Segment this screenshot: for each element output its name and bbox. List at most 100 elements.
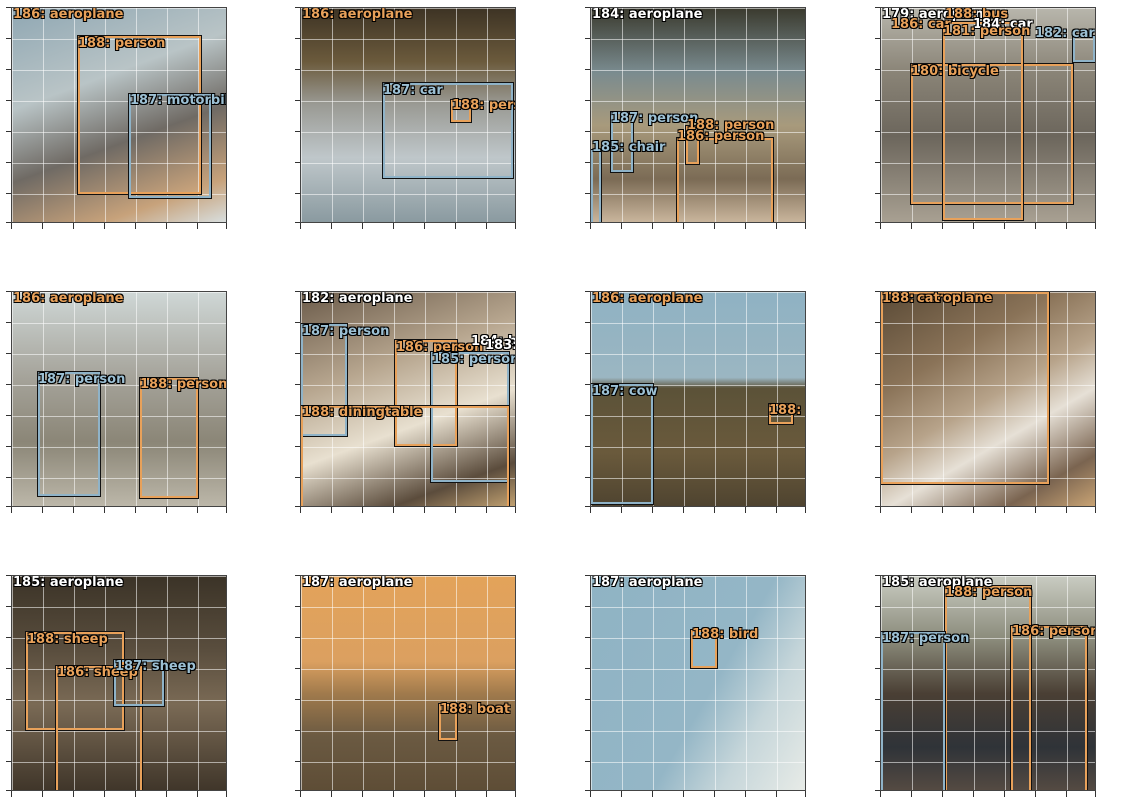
x-tick [73,791,74,797]
grid-overlay [881,576,1095,790]
y-tick [875,162,880,163]
y-tick [585,193,590,194]
grid-overlay [881,292,1095,506]
y-tick [875,575,880,576]
x-tick [135,223,136,229]
grid-overlay [12,292,226,506]
y-tick [6,506,11,507]
bbox-person [677,138,773,222]
image-panel-8: 188: aeroplane cat [880,291,1096,507]
x-tick [1095,223,1096,229]
image-panel-5: 186: aeroplane 187: person 188: person [11,291,227,507]
grid-overlay [301,8,515,222]
x-tick [1035,507,1036,513]
bbox-boat [439,704,457,740]
y-tick [875,790,880,791]
x-tick [393,791,394,797]
x-axis-ticks [880,223,1096,229]
image-panel-12: 185: aeroplane 188: person 187: person 1… [880,575,1096,791]
x-tick [652,507,653,513]
x-tick [331,223,332,229]
bbox-label: 184: aeroplane [592,7,703,22]
y-tick [585,69,590,70]
x-tick [776,223,777,229]
y-tick [585,790,590,791]
x-tick [42,791,43,797]
x-tick [776,791,777,797]
bbox-label: 188: person [140,377,227,392]
y-axis-ticks [295,291,300,507]
image-panel-7: 186: aeroplane 187: cow 188: cow [590,291,806,507]
y-tick [875,69,880,70]
x-tick [880,791,881,797]
x-tick [455,507,456,513]
y-tick [875,699,880,700]
y-tick [295,162,300,163]
bbox-label: 186: car [891,17,951,32]
y-tick [6,222,11,223]
x-tick [745,791,746,797]
bbox-label: 185: aeroplane [13,575,124,590]
y-tick [875,415,880,416]
y-tick [875,222,880,223]
image-panel-1: 186: aeroplane 188: person 187: motorbik… [11,7,227,223]
x-axis-ticks [880,507,1096,513]
y-tick [585,415,590,416]
bbox-label: 187: aeroplane [302,575,413,590]
x-tick [104,507,105,513]
x-tick [973,791,974,797]
y-tick [6,730,11,731]
x-tick [714,223,715,229]
x-tick [1035,223,1036,229]
bbox-chair [591,150,601,222]
x-tick [486,223,487,229]
y-tick [6,162,11,163]
x-tick [515,791,516,797]
y-tick [6,668,11,669]
x-tick [1066,507,1067,513]
x-tick [805,507,806,513]
x-tick [362,791,363,797]
x-axis-ticks [590,791,806,797]
x-tick [776,507,777,513]
bbox-cat [881,292,1049,484]
y-tick [295,353,300,354]
x-tick [621,223,622,229]
y-tick [6,100,11,101]
bbox-bird [691,630,717,668]
bbox-person [395,340,457,446]
bbox-person [451,100,471,122]
bbox-label: 186: aeroplane [302,7,413,22]
y-tick [295,100,300,101]
x-tick [455,223,456,229]
y-tick [6,193,11,194]
x-tick [455,791,456,797]
y-axis-ticks [585,7,590,223]
bbox-label: 186: aeroplane [13,291,124,306]
y-tick [6,446,11,447]
x-tick [911,223,912,229]
y-axis-ticks [6,291,11,507]
x-axis-ticks [11,507,227,513]
bbox-cow [769,404,793,424]
x-tick [362,507,363,513]
image-panel-3: 184: aeroplane 187: person 188: person 1… [590,7,806,223]
bbox-label: 188: sheep [27,632,108,647]
y-tick [875,353,880,354]
x-tick [621,507,622,513]
bbox-label: 184: bottle [471,334,515,349]
bbox-person [611,112,633,172]
bbox-label: 185: aeroplane [882,575,993,590]
y-tick [6,131,11,132]
y-tick [6,384,11,385]
y-tick [295,446,300,447]
y-tick [295,291,300,292]
x-tick [683,507,684,513]
x-tick [942,223,943,229]
y-tick [585,637,590,638]
bbox-label: 187: aeroplane [592,575,703,590]
x-tick [621,791,622,797]
y-tick [295,193,300,194]
y-tick [585,575,590,576]
x-tick [745,223,746,229]
